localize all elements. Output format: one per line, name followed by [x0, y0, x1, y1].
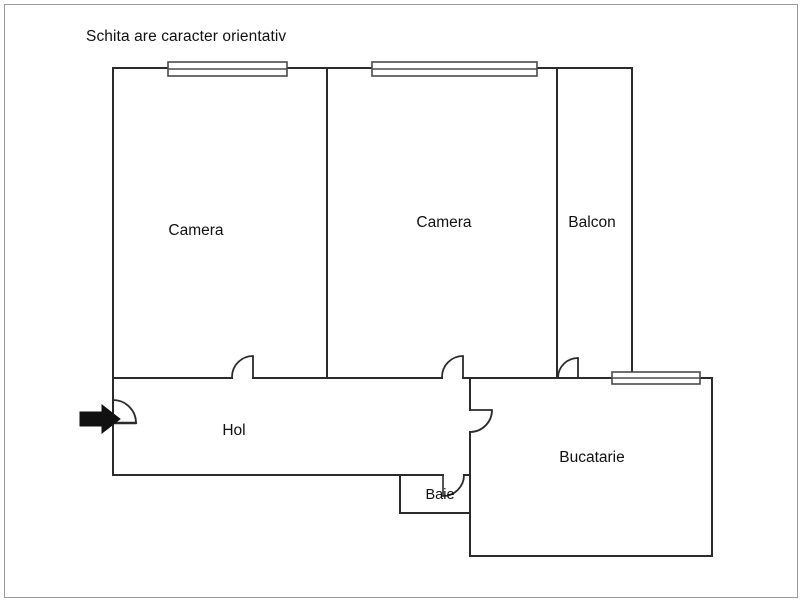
room-label-camera-right: Camera [416, 214, 472, 231]
plan-disclaimer-title: Schita are caracter orientativ [86, 28, 287, 45]
door-camera-right [441, 355, 464, 379]
door-camera-left [231, 355, 254, 379]
door-bucatarie [469, 409, 493, 433]
room-label-hol: Hol [222, 422, 246, 439]
door-baie [442, 474, 465, 497]
room-label-camera-left: Camera [168, 222, 224, 239]
room-label-balcon: Balcon [568, 214, 616, 231]
room-label-baie: Baie [425, 487, 455, 503]
door-balcon [557, 357, 579, 379]
room-label-bucatarie: Bucatarie [559, 449, 625, 466]
entrance-direction-arrow [79, 403, 121, 435]
